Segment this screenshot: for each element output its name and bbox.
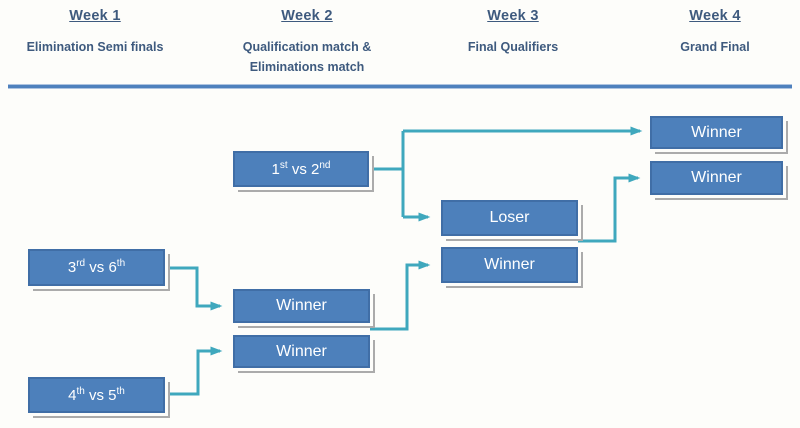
match-4v5-label: 4th vs 5th (68, 385, 125, 404)
week1-subtitle: Elimination Semi finals (26, 40, 164, 54)
w3-loser-box: Loser (441, 200, 578, 236)
week3-label: Week 3 (487, 8, 539, 24)
w4-winner-bottom-box: Winner (650, 161, 783, 195)
w2-winner-top-label: Winner (276, 297, 327, 314)
week4-label: Week 4 (689, 8, 741, 24)
column-header-week2: Week 2 Qualification match & Elimination… (222, 8, 392, 77)
week2-subtitle: Qualification match & Eliminations match (242, 40, 372, 74)
w2-winner-top-box: Winner (233, 289, 370, 323)
connector-to-w3-winner (370, 260, 431, 331)
column-header-week4: Week 4 Grand Final (615, 8, 800, 57)
week2-label: Week 2 (281, 8, 333, 24)
connector-36-to-w2-winner-top (165, 266, 223, 311)
w4-winner-bottom-label: Winner (691, 169, 742, 186)
match-box-1st-vs-2nd: 1st vs 2nd (233, 151, 369, 187)
w3-winner-box: Winner (441, 247, 578, 283)
match-box-4th-vs-5th: 4th vs 5th (28, 377, 165, 413)
w4-winner-top-box: Winner (650, 116, 783, 149)
column-header-week3: Week 3 Final Qualifiers (413, 8, 613, 57)
match-box-3rd-vs-6th: 3rd vs 6th (28, 249, 165, 286)
column-header-week1: Week 1 Elimination Semi finals (0, 8, 195, 57)
w2-winner-bottom-box: Winner (233, 335, 370, 368)
week1-label: Week 1 (69, 8, 121, 24)
w4-winner-top-label: Winner (691, 123, 742, 141)
connector-45-to-w2-winner-bottom (165, 346, 223, 396)
match-3v6-label: 3rd vs 6th (67, 258, 126, 277)
week4-subtitle: Grand Final (680, 40, 750, 54)
connector-to-w4-winner-bottom (578, 173, 641, 243)
w2-winner-bottom-label: Winner (276, 342, 327, 360)
match-1v2-label: 1st vs 2nd (271, 159, 331, 178)
header-divider-line (8, 85, 792, 88)
week3-subtitle: Final Qualifiers (467, 40, 559, 54)
w3-winner-label: Winner (484, 256, 535, 273)
w3-loser-label: Loser (489, 209, 530, 226)
